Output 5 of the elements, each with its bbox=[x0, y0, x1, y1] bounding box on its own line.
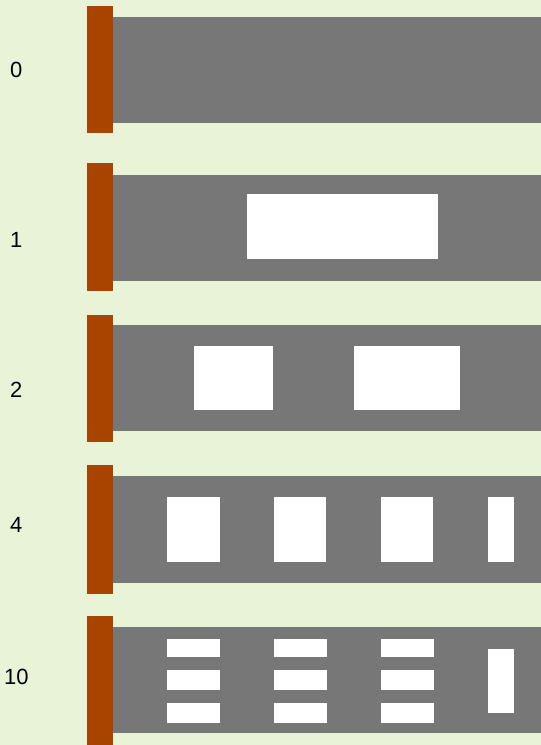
row-label: 2 bbox=[10, 378, 22, 402]
row-label: 1 bbox=[10, 228, 22, 252]
row-label: 4 bbox=[10, 513, 22, 537]
row-label: 0 bbox=[10, 58, 22, 82]
row-label: 10 bbox=[4, 665, 28, 689]
